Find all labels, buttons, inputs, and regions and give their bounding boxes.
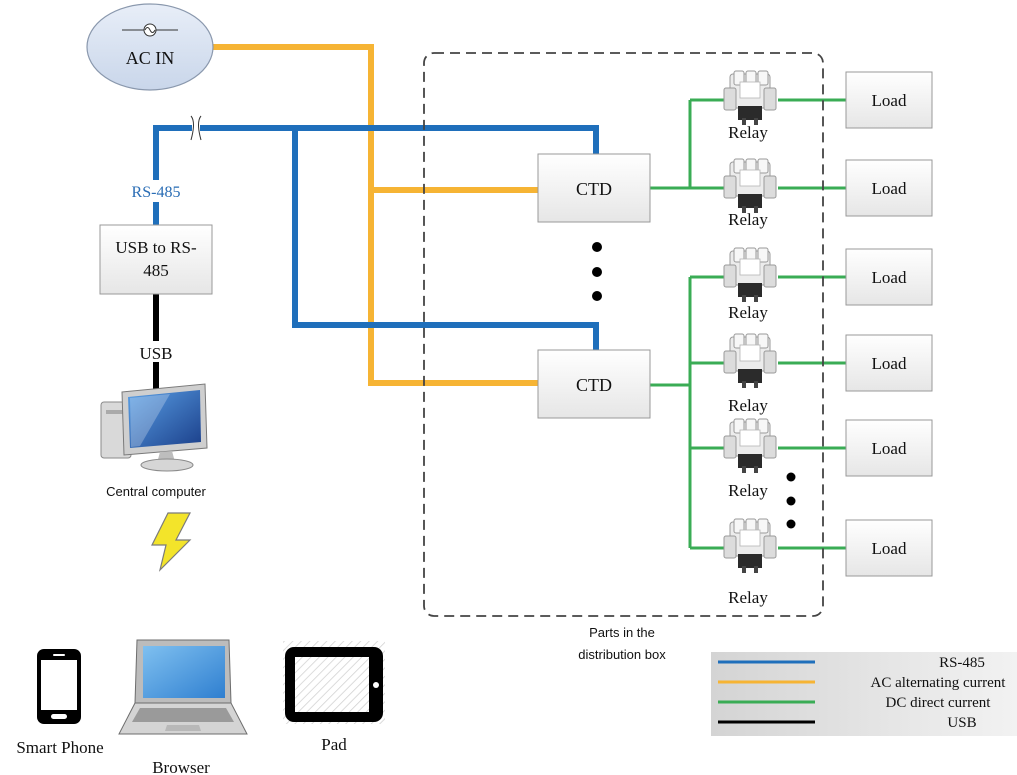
relay: Relay (723, 70, 777, 142)
converter-label-line1: USB to RS- (115, 238, 197, 257)
legend-item: USB (718, 715, 977, 731)
relay-label: Relay (728, 481, 768, 500)
tablet-icon (283, 641, 385, 724)
relay: Relay (723, 247, 777, 322)
ctd-label: CTD (576, 179, 612, 199)
ac-in-source: AC IN (86, 3, 214, 91)
relay-icon (723, 333, 777, 389)
load: Load (845, 519, 933, 577)
relay-label: Relay (728, 588, 768, 607)
relay: Relay (723, 333, 777, 415)
pad-label: Pad (321, 735, 347, 754)
legend-label: USB (947, 715, 976, 731)
legend-item: DC direct current (718, 695, 991, 711)
smartphone-icon (37, 649, 81, 724)
legend-label: DC direct current (886, 695, 992, 711)
relay-label: Relay (728, 396, 768, 415)
legend-label: AC alternating current (871, 675, 1007, 691)
laptop-icon (118, 639, 248, 735)
smart-phone-label: Smart Phone (16, 738, 103, 757)
relay: Relay (723, 158, 777, 229)
distribution-box-label: distribution box (578, 647, 666, 662)
relay-label: Relay (728, 303, 768, 322)
load: Load (845, 159, 933, 217)
central-computer-label: Central computer (106, 484, 206, 499)
relay-icon (723, 70, 777, 126)
relay-label: Relay (728, 123, 768, 142)
load-label: Load (872, 439, 907, 458)
ctd-label: CTD (576, 375, 612, 395)
legend-label: RS-485 (939, 655, 985, 671)
more-ctd-ellipsis (592, 242, 602, 301)
dc-wire (650, 98, 846, 550)
load: Load (845, 71, 933, 129)
ctd-unit: CTD (537, 153, 651, 223)
relay: Relay (723, 418, 777, 500)
load: Load (845, 419, 933, 477)
converter-label-line2: 485 (143, 261, 169, 280)
browser-label: Browser (152, 758, 210, 775)
ctd-unit: CTD (537, 349, 651, 419)
lightning-bolt-icon (151, 512, 192, 572)
load: Load (845, 334, 933, 392)
distribution-box (423, 52, 824, 617)
desktop-computer-icon (100, 383, 208, 472)
relay-icon (723, 158, 777, 214)
relay-icon (723, 418, 777, 474)
sine-wave-icon (122, 23, 178, 37)
load: Load (845, 248, 933, 306)
rs485-wire (153, 125, 599, 350)
legend: RS-485 AC alternating current DC direct cu… (711, 652, 1017, 736)
legend-item: RS-485 (718, 655, 985, 671)
ac-in-label: AC IN (126, 48, 175, 68)
distribution-box-label: Parts in the (589, 625, 655, 640)
relay: Relay (723, 518, 777, 607)
wire-break-mark (190, 115, 202, 141)
rs485-link-label: RS-485 (132, 184, 181, 201)
more-relays-ellipsis (786, 472, 796, 529)
load-label: Load (872, 354, 907, 373)
relay-icon (723, 518, 777, 574)
load-label: Load (872, 539, 907, 558)
ac-wire (213, 44, 540, 386)
load-label: Load (872, 179, 907, 198)
load-label: Load (872, 91, 907, 110)
load-label: Load (872, 268, 907, 287)
relay-icon (723, 247, 777, 303)
relay-label: Relay (728, 210, 768, 229)
legend-item: AC alternating current (718, 675, 1006, 691)
usb-to-rs485-converter: USB to RS- 485 (99, 224, 213, 295)
usb-link-label: USB (139, 344, 172, 363)
